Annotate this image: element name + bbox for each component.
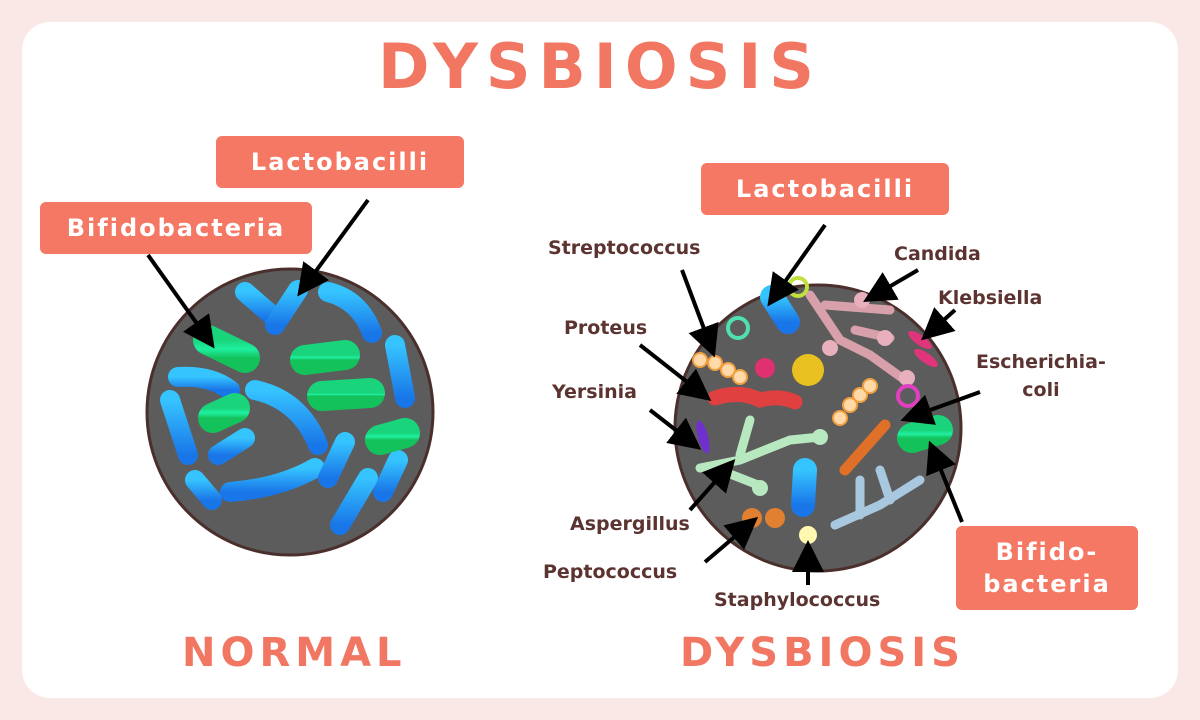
dysbiosis-arrows xyxy=(638,223,981,585)
lactobacillus-cell xyxy=(760,285,800,334)
label-aspergillus: Aspergillus xyxy=(570,513,690,535)
normal-dish xyxy=(145,198,435,557)
dysbiosis-label-bifidobacteria: Bifido- bacteria xyxy=(956,526,1138,610)
label-klebsiella: Klebsiella xyxy=(938,287,1043,309)
arrow-lactobacilli xyxy=(297,198,370,297)
staphylococcus-cell xyxy=(799,526,817,544)
lactobacillus-cell xyxy=(791,458,817,517)
escherichia-line-1: Escherichia- xyxy=(976,351,1106,373)
bifido-line-1: Bifido- xyxy=(995,538,1099,566)
caption-dysbiosis: DYSBIOSIS xyxy=(680,630,965,676)
klebsiella-cells xyxy=(908,330,938,368)
dysbiosis-dish xyxy=(673,276,963,573)
escherichia-line-2: coli xyxy=(1022,379,1060,401)
dysbiosis-label-lactobacilli: Lactobacilli xyxy=(701,163,949,215)
bifidobacterium-cell xyxy=(897,415,953,453)
arrow-bifidobacteria xyxy=(146,253,215,349)
bifidobacteria-cells xyxy=(193,325,420,531)
label-escherichia-coli: Escherichia- coli xyxy=(976,348,1106,404)
escherichia-cell xyxy=(839,419,891,476)
other-fungi xyxy=(830,465,925,530)
label-yersinia: Yersinia xyxy=(552,381,637,403)
label-proteus: Proteus xyxy=(564,317,648,339)
normal-label-lactobacilli: Lactobacilli xyxy=(216,136,464,188)
caption-normal: NORMAL xyxy=(182,630,407,676)
lactobacilli-cells xyxy=(160,280,415,535)
normal-label-bifidobacteria: Bifidobacteria xyxy=(40,202,312,254)
page-title: DYSBIOSIS xyxy=(378,30,822,103)
label-staphylococcus: Staphylococcus xyxy=(714,589,881,611)
proteus-cell xyxy=(707,387,803,410)
label-candida: Candida xyxy=(894,243,981,265)
label-peptococcus: Peptococcus xyxy=(543,561,678,583)
bifido-line-2: bacteria xyxy=(983,570,1111,598)
label-streptococcus: Streptococcus xyxy=(548,237,701,259)
